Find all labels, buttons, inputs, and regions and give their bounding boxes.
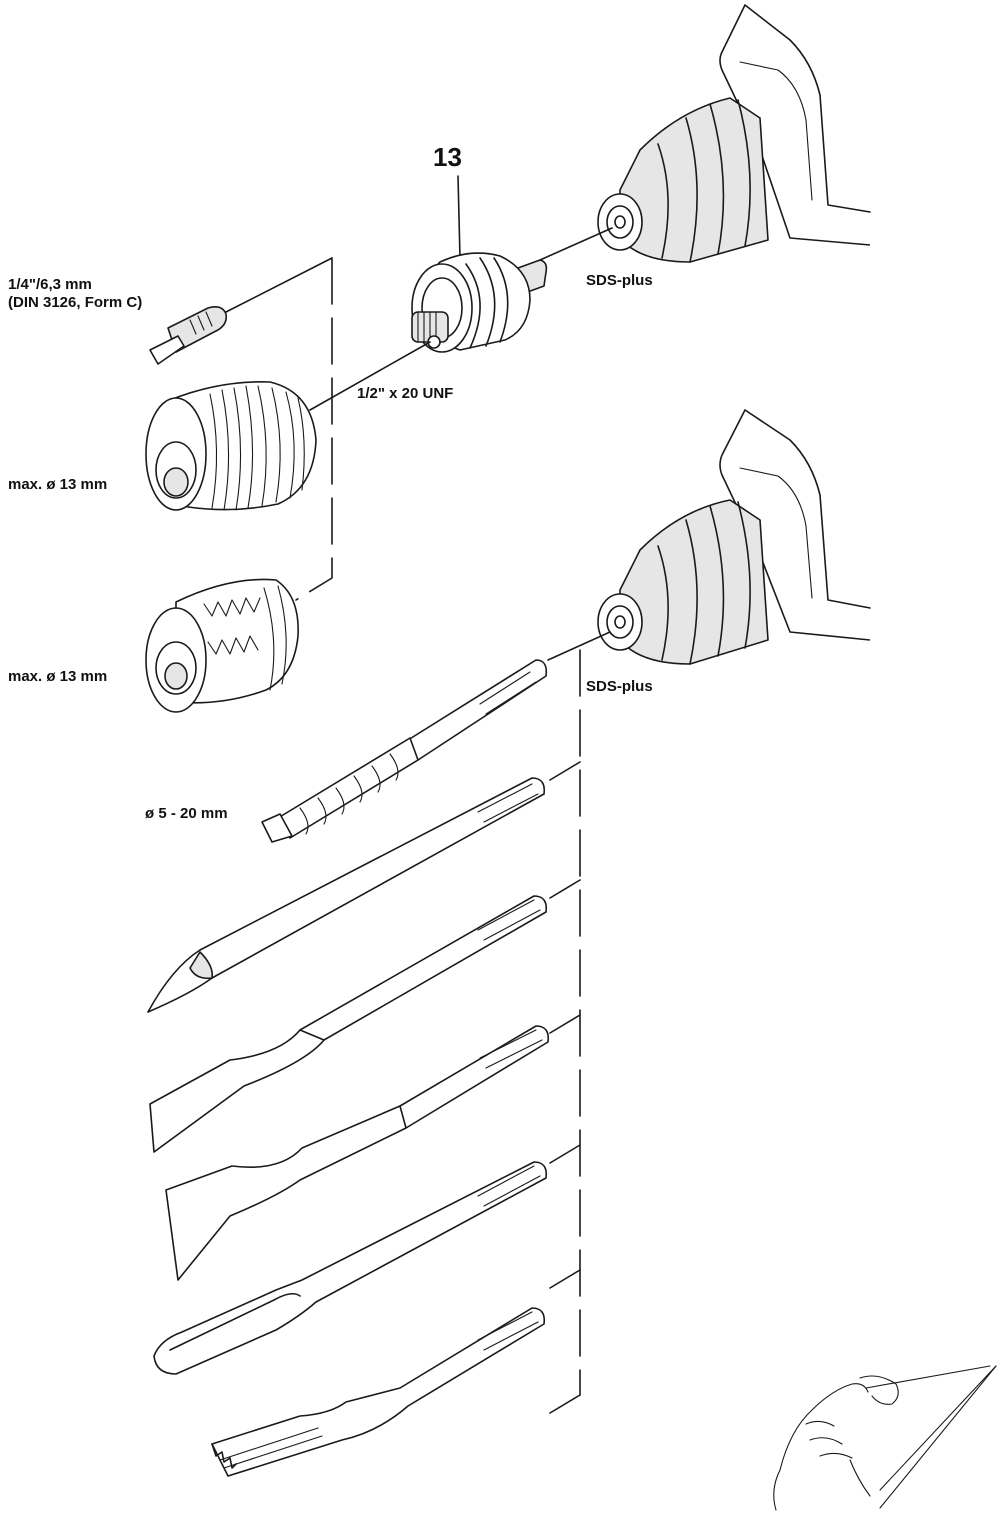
chuck-keyless-max-label: max. ø 13 mm bbox=[8, 476, 108, 493]
part-number-13: 13 bbox=[433, 142, 462, 172]
keyed-chuck bbox=[145, 578, 299, 713]
sds-plus-label-bottom: SDS-plus bbox=[586, 678, 653, 695]
chuck-adapter bbox=[411, 175, 548, 353]
hammer-drill-bottom bbox=[597, 409, 871, 665]
screwdriver-bit bbox=[149, 306, 228, 365]
spade-chisel bbox=[165, 1025, 550, 1281]
keyless-chuck bbox=[145, 381, 317, 511]
leader-sds-bottom bbox=[547, 631, 611, 661]
flat-chisel bbox=[149, 895, 548, 1153]
drill-bit-range-label: ø 5 - 20 mm bbox=[145, 805, 228, 822]
sds-plus-label-top: SDS-plus bbox=[586, 272, 653, 289]
bit-spec-line-2: (DIN 3126, Form C) bbox=[8, 294, 143, 311]
bit-spec-line-1: 1/4"/6,3 mm bbox=[8, 276, 92, 293]
gouge-chisel bbox=[153, 1161, 548, 1375]
sds-drill-bit bbox=[261, 659, 548, 843]
toothed-chisel bbox=[211, 1307, 546, 1477]
thread-spec-label: 1/2" x 20 UNF bbox=[357, 385, 454, 402]
hammer-drill-top bbox=[597, 4, 871, 263]
pointed-chisel bbox=[147, 777, 546, 1013]
leader-thread bbox=[309, 341, 431, 411]
leader-bit bbox=[225, 257, 333, 313]
leader-sds-top bbox=[539, 227, 613, 261]
hand-icon bbox=[773, 1365, 997, 1511]
dashed-guide-left bbox=[295, 257, 333, 601]
chuck-keyed-max-label: max. ø 13 mm bbox=[8, 668, 108, 685]
